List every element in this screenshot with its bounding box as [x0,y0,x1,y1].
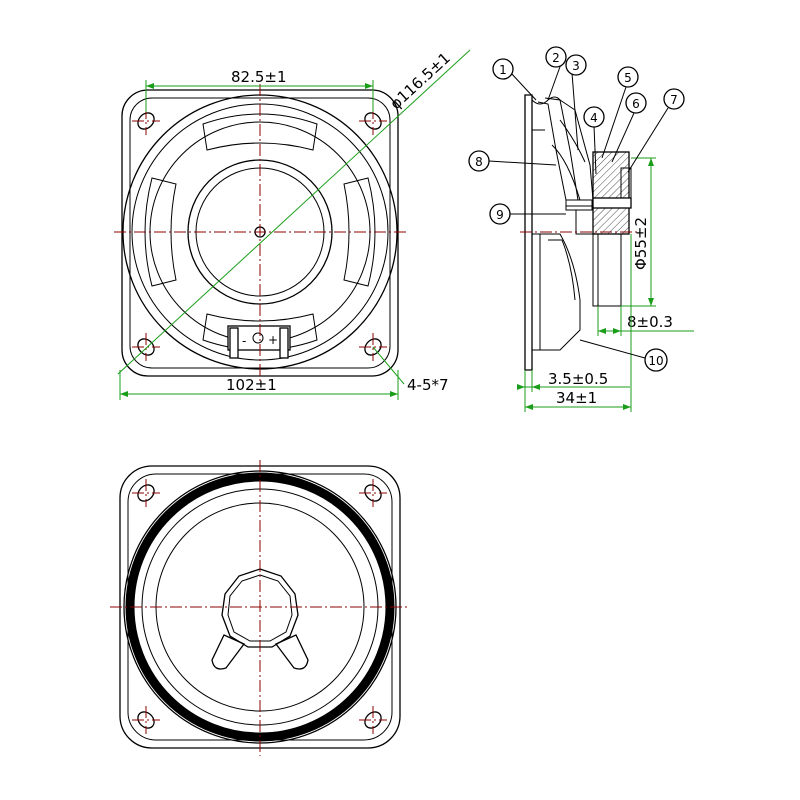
rear-slot-right [274,634,309,670]
terminal-rivet [252,332,264,344]
svg-text:5: 5 [624,71,632,85]
dim-top-width: 82.5±1 [231,68,287,86]
dim-diagonal: φ116.5±1 [387,49,454,113]
terminal-right [279,327,289,359]
side-cone-back [559,99,594,201]
svg-text:8: 8 [475,155,483,169]
side-magnet-top [592,151,630,235]
callout-7: 7 [663,88,685,110]
side-dimensions: Φ55±2 8±0.3 3.5±0.5 34±1 [517,157,694,412]
svg-text:7: 7 [670,93,678,107]
svg-text:2: 2 [552,51,560,65]
rear-hole-tr-icon [364,484,382,502]
svg-text:3: 3 [572,59,580,73]
dim-total-depth: 34±1 [556,389,597,407]
rear-hole-br-icon [364,711,382,729]
basket-window-right [343,177,376,287]
side-voice-coil [565,199,593,211]
callout-3: 3 [565,54,587,76]
callout-10: 10 [644,348,668,372]
side-cone-front [544,97,579,201]
rear-hole-tl-icon [137,484,155,502]
rear-hole-bl-icon [137,711,155,729]
side-pole-plate [620,167,632,199]
side-view [520,94,640,371]
side-basket-lower [540,233,581,351]
callout-9: 9 [489,203,511,225]
dim-magnet-height: 8±0.3 [627,313,673,331]
callout-4: 4 [583,106,605,128]
callout-6: 6 [625,92,647,114]
terminal-left [229,327,239,359]
mount-hole-tl-icon [137,112,155,130]
svg-text:4: 4 [590,111,598,125]
terminal-minus: - [242,334,246,348]
front-view: - + [114,84,406,384]
callout-2: 2 [545,46,567,68]
basket-window-top [202,113,318,151]
dim-holes: 4-5*7 [407,376,449,394]
basket-window-left [144,177,177,287]
callouts: 1 2 3 4 5 6 7 8 9 10 [468,46,685,372]
svg-text:9: 9 [496,208,504,222]
terminal-plus: + [268,333,278,347]
mount-hole-tr-icon [364,112,382,130]
dim-bottom-width: 102±1 [226,376,277,394]
callout-1: 1 [492,58,514,80]
svg-text:6: 6 [632,97,640,111]
side-back-cap [592,233,622,307]
callout-8: 8 [468,150,490,172]
mount-hole-br-icon [364,338,382,356]
callout-5: 5 [617,66,639,88]
rear-view [110,460,410,756]
dim-magnet-diameter: Φ55±2 [632,217,650,270]
mount-hole-bl-icon [137,338,155,356]
rear-slot-left [211,634,246,670]
svg-text:10: 10 [648,354,663,368]
dim-flange-thickness: 3.5±0.5 [548,370,608,388]
svg-text:1: 1 [499,63,507,77]
